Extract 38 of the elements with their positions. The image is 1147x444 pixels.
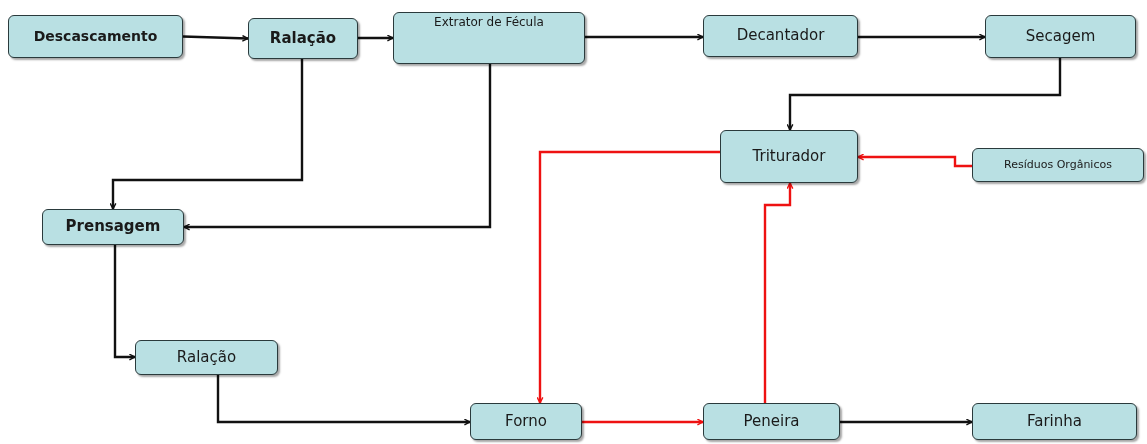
process-box xyxy=(720,130,858,183)
process-box xyxy=(985,15,1136,58)
node-label: Ralação xyxy=(269,29,337,48)
arrow xyxy=(216,375,471,426)
arrow xyxy=(182,34,249,42)
arrow xyxy=(585,33,704,41)
arrow xyxy=(786,58,1062,131)
arrow xyxy=(109,59,304,210)
node-label: Farinha xyxy=(1027,412,1082,431)
process-box xyxy=(703,403,840,440)
process-box xyxy=(393,12,585,64)
node-label: Decantador xyxy=(736,27,825,45)
node-label: Extrator de Fécula xyxy=(434,16,544,30)
process-box xyxy=(972,403,1137,440)
process-box xyxy=(248,18,358,59)
process-box xyxy=(703,15,858,57)
arrow xyxy=(857,153,972,168)
node-label: Peneira xyxy=(743,412,800,431)
process-box xyxy=(972,148,1144,182)
process-box xyxy=(8,15,183,58)
node-label: Forno xyxy=(505,412,547,431)
arrow xyxy=(582,418,704,426)
node-label: Prensagem xyxy=(65,218,161,236)
process-box xyxy=(470,403,582,440)
arrow xyxy=(536,150,720,404)
arrow xyxy=(840,418,973,426)
node-label: Descascamento xyxy=(33,28,158,45)
arrow xyxy=(858,33,986,41)
node-label: Resíduos Orgânicos xyxy=(1004,158,1112,172)
node-label: Triturador xyxy=(752,147,826,166)
arrow xyxy=(358,34,394,42)
arrow xyxy=(113,245,136,361)
process-box xyxy=(135,340,278,375)
process-box xyxy=(42,209,184,245)
node-label: Ralação xyxy=(176,348,237,367)
arrow xyxy=(183,64,492,231)
node-label: Secagem xyxy=(1025,27,1096,46)
arrow xyxy=(763,182,794,403)
